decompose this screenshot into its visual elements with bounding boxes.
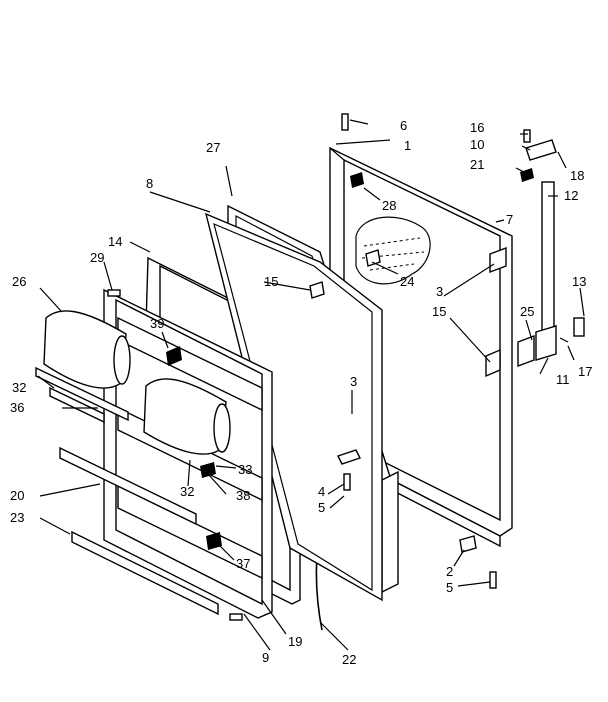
callout-32b: 32 [180,484,194,499]
callout-28: 28 [382,198,396,213]
callout-33: 33 [238,462,252,477]
fasteners [107,113,569,621]
callout-29: 29 [90,250,104,265]
callout-15a: 15 [264,274,278,289]
callout-10: 10 [470,137,484,152]
callout-15b: 15 [432,304,446,319]
callout-21: 21 [470,157,484,172]
callout-16: 16 [470,120,484,135]
callout-13: 13 [572,274,586,289]
callout-37: 37 [236,556,250,571]
callout-2: 2 [446,564,453,579]
callout-25: 25 [520,304,534,319]
inner-door-shelves [43,288,273,619]
callout-38: 38 [236,488,250,503]
callout-5a: 5 [318,500,325,515]
trim-bars [35,366,219,616]
callout-5b: 5 [446,580,453,595]
leader-lines [37,119,585,651]
callout-8: 8 [146,176,153,191]
callout-12: 12 [564,188,578,203]
callout-20: 20 [10,488,24,503]
callout-18: 18 [570,168,584,183]
callout-26: 26 [12,274,26,289]
callout-7: 7 [506,212,513,227]
callout-27: 27 [206,140,220,155]
door-handle [520,129,585,361]
insulation-cutaway [355,216,431,285]
callout-4: 4 [318,484,325,499]
callout-3a: 3 [436,284,443,299]
callout-6: 6 [400,118,407,133]
callout-36: 36 [10,400,24,415]
callout-1: 1 [404,138,411,153]
callouts: 6 1 27 8 28 16 10 21 18 12 7 14 29 24 15… [10,118,592,667]
callout-9: 9 [262,650,269,665]
callout-14: 14 [108,234,122,249]
callout-32a: 32 [12,380,26,395]
callout-22: 22 [342,652,356,667]
callout-39: 39 [150,316,164,331]
callout-19: 19 [288,634,302,649]
callout-11: 11 [556,372,570,387]
callout-23: 23 [10,510,24,525]
callout-3b: 3 [350,374,357,389]
callout-24: 24 [400,274,414,289]
callout-17: 17 [578,364,592,379]
